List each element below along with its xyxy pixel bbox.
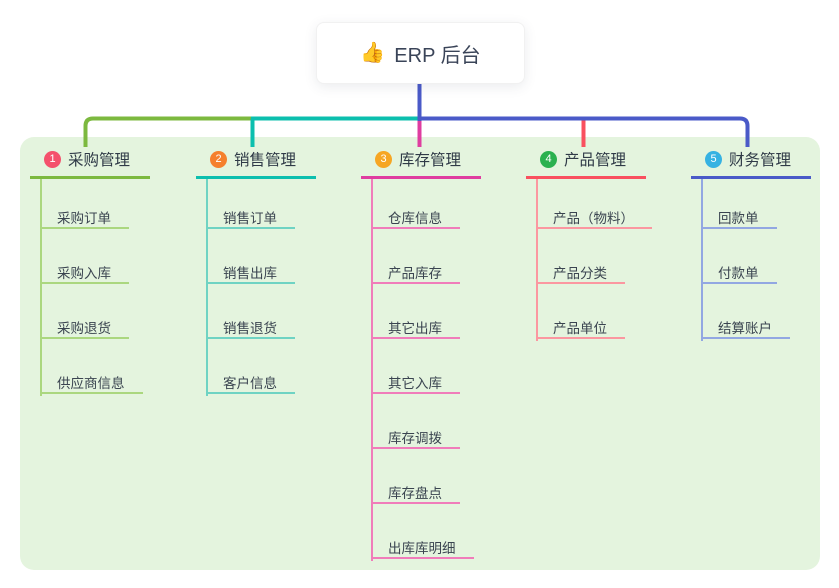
branch-spine-sales <box>206 179 208 396</box>
canvas-panel <box>20 137 820 570</box>
root-label: ERP 后台 <box>394 44 481 67</box>
child-node-outbound-detail[interactable]: 出库库明细 <box>371 537 474 559</box>
child-node-receipt-order[interactable]: 回款单 <box>701 207 777 229</box>
child-node-customer-info[interactable]: 客户信息 <box>206 372 295 394</box>
child-node-supplier-info[interactable]: 供应商信息 <box>40 372 143 394</box>
branch-label: 库存管理 <box>399 152 462 169</box>
thumbs-up-icon: 👍 <box>360 42 386 64</box>
branch-node-inventory[interactable]: 3 库存管理 <box>361 146 481 179</box>
child-node-warehouse-info[interactable]: 仓库信息 <box>371 207 460 229</box>
branch-spine-inventory <box>371 179 373 561</box>
branch-label: 产品管理 <box>564 152 627 169</box>
badge-3-icon: 3 <box>375 150 392 168</box>
child-node-payment-order[interactable]: 付款单 <box>701 262 777 284</box>
child-node-purchase-order[interactable]: 采购订单 <box>40 207 129 229</box>
child-node-product-material[interactable]: 产品（物料） <box>536 207 652 229</box>
child-node-sales-return[interactable]: 销售退货 <box>206 317 295 339</box>
badge-5-icon: 5 <box>705 150 722 168</box>
badge-1-icon: 1 <box>44 150 61 168</box>
child-node-stock-transfer[interactable]: 库存调拨 <box>371 427 460 449</box>
branch-node-purchase[interactable]: 1 采购管理 <box>30 146 150 179</box>
branch-label: 销售管理 <box>234 152 297 169</box>
badge-4-icon: 4 <box>540 150 557 168</box>
branch-node-sales[interactable]: 2 销售管理 <box>196 146 316 179</box>
branch-label: 采购管理 <box>68 152 131 169</box>
child-node-settlement-account[interactable]: 结算账户 <box>701 317 790 339</box>
branch-label: 财务管理 <box>729 152 792 169</box>
child-node-sales-order[interactable]: 销售订单 <box>206 207 295 229</box>
badge-2-icon: 2 <box>210 150 227 168</box>
branch-spine-purchase <box>40 179 42 396</box>
child-node-other-outbound[interactable]: 其它出库 <box>371 317 460 339</box>
branch-node-finance[interactable]: 5 财务管理 <box>691 146 811 179</box>
child-node-stock-count[interactable]: 库存盘点 <box>371 482 460 504</box>
child-node-product-category[interactable]: 产品分类 <box>536 262 625 284</box>
root-node[interactable]: 👍 ERP 后台 <box>316 22 525 84</box>
child-node-other-inbound[interactable]: 其它入库 <box>371 372 460 394</box>
child-node-purchase-return[interactable]: 采购退货 <box>40 317 129 339</box>
child-node-purchase-inbound[interactable]: 采购入库 <box>40 262 129 284</box>
child-node-product-stock[interactable]: 产品库存 <box>371 262 460 284</box>
child-node-product-unit[interactable]: 产品单位 <box>536 317 625 339</box>
branch-spine-finance <box>701 179 703 341</box>
branch-spine-product <box>536 179 538 341</box>
child-node-sales-outbound[interactable]: 销售出库 <box>206 262 295 284</box>
branch-node-product[interactable]: 4 产品管理 <box>526 146 646 179</box>
